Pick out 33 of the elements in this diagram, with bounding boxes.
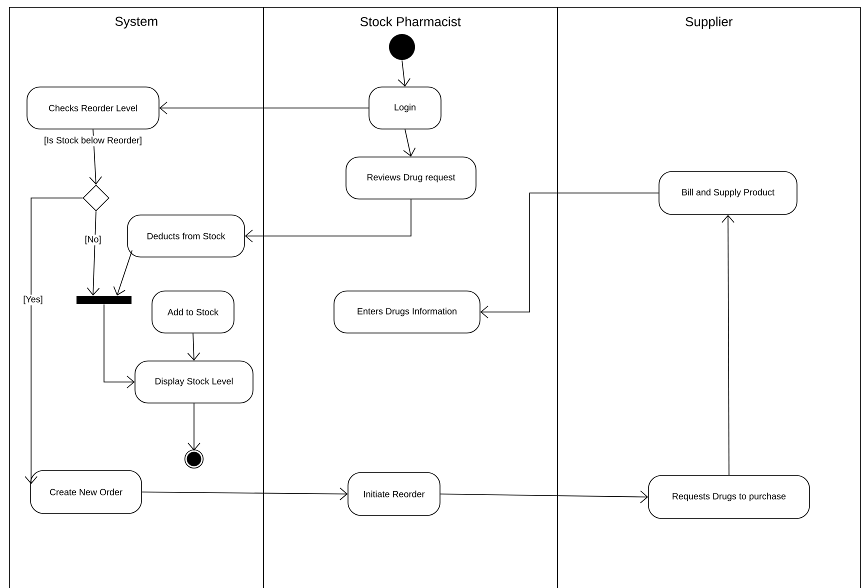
arrow (188, 403, 200, 451)
edge-label: [Is Stock below Reorder] (43, 136, 144, 146)
arrow (113, 250, 133, 296)
arrow (403, 129, 416, 157)
arrow (142, 488, 348, 500)
activity-box: Checks Reorder Level (26, 86, 160, 130)
arrow (480, 192, 659, 318)
arrow (24, 198, 83, 484)
arrow (187, 333, 200, 361)
arrow (722, 214, 734, 476)
arrow (159, 102, 369, 114)
activity-box: Deducts from Stock (127, 214, 245, 258)
arrow (104, 304, 135, 388)
fork-bar (76, 296, 132, 304)
arrow (244, 199, 412, 242)
activity-box: Create New Order (30, 470, 142, 514)
activity-box: Bill and Supply Product (658, 171, 798, 215)
end-dot (184, 449, 204, 469)
edge-label: [No] (84, 234, 102, 246)
activity-box: Login (368, 86, 442, 130)
activity-box: Display Stock Level (134, 360, 254, 404)
edge-label: [Yes] (22, 294, 44, 306)
activity-box: Add to Stock (152, 290, 234, 334)
arrow (89, 129, 102, 185)
arrow (440, 490, 648, 504)
arrow (398, 60, 410, 87)
activity-box: Reviews Drug request (346, 156, 476, 200)
activity-box: Requests Drugs to purchase (648, 475, 810, 519)
activity-box: Initiate Reorder (348, 472, 440, 516)
activity-box: Enters Drugs Information (334, 290, 480, 334)
decision-diamond (82, 184, 110, 212)
start-dot (389, 34, 415, 60)
arrow (86, 211, 100, 296)
